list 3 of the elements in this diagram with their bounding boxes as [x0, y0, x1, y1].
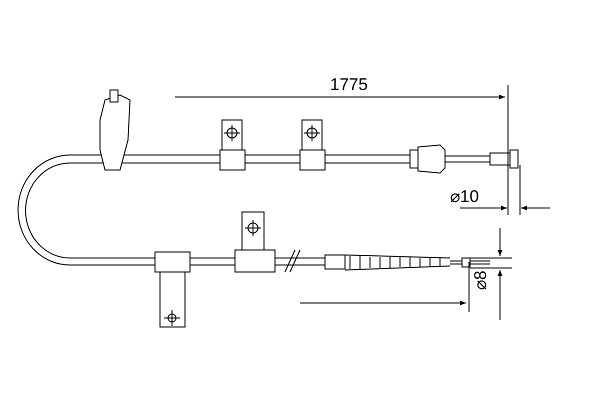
dimension-value: ⌀10 — [450, 188, 479, 205]
dimension-value: ⌀8 — [472, 270, 489, 290]
dimension-value: 1775 — [330, 76, 368, 93]
